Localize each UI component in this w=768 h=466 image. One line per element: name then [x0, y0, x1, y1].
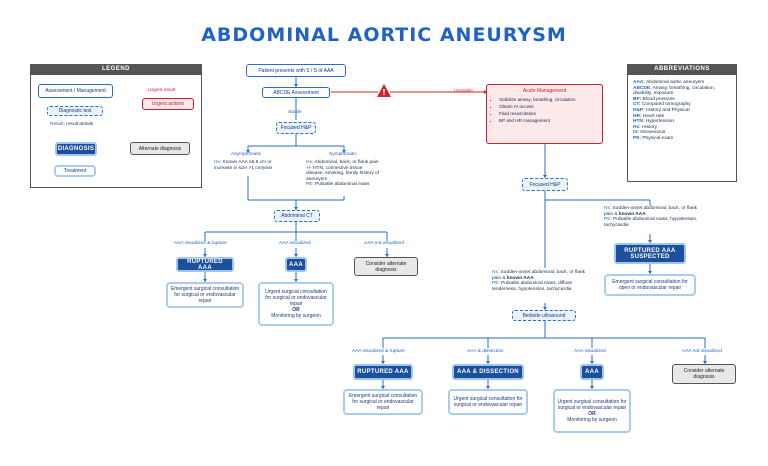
abbr-item: HTN: Hypertension — [633, 119, 675, 125]
acute-item: Obtain IV access — [499, 103, 602, 110]
us-or: OR — [588, 411, 596, 417]
legend-result-prefix: Result — [50, 122, 64, 127]
focused-hp-box: Focused H&P — [276, 122, 316, 134]
legend-alternate: Alternate diagnosis — [130, 142, 190, 155]
legend-treatment: Treatment — [54, 165, 96, 177]
abbr-item: BP: Blood pressure — [633, 96, 675, 102]
acute-title: Acute Management — [522, 88, 567, 94]
ct-visualized-label: AAA visualized — [279, 241, 311, 246]
acute-item: Stabilize airway, breathing, circulation — [499, 96, 602, 103]
suspected-tx-box: Emergent surgical consultation for open … — [604, 274, 696, 296]
abbreviations-list: AAA: Abdominal aortic aneurysm ABCDE: Ai… — [633, 80, 733, 142]
legend-assessment: Assessment / Management — [38, 84, 113, 98]
abbr-item: PE: Physical exam — [633, 135, 674, 141]
us-consider-alternate: Consider alternate diagnosis — [672, 364, 736, 384]
ct-emergent-box: Emergent surgical consultation for surgi… — [166, 282, 244, 308]
ct-ruptured-aaa: RUPTURED AAA — [176, 257, 234, 272]
abbr-item: IV: Intravenous — [633, 130, 666, 136]
asymptomatic-label: Asymptomatic — [231, 152, 262, 157]
abbr-item: AAA: Abdominal aortic aneurysm — [633, 80, 705, 85]
ct-rupture-label: AAA visualized & rupture — [174, 241, 227, 246]
us-urgent-box: Urgent surgical consultation for surgica… — [553, 389, 631, 433]
abbreviations-heading: ABBREVIATIONS — [627, 64, 737, 75]
us-not-visualized-label: AAA not visualized — [682, 349, 722, 354]
asymptomatic-hx: Hx: Known AAA ≥5.5 cm or increase in siz… — [214, 160, 273, 171]
svg-text:!: ! — [382, 88, 386, 97]
ct-monitoring: Monitoring by surgeon — [271, 313, 321, 319]
abbr-item: Hx: History — [633, 124, 658, 130]
bedside-us-box: Bedside ultrasound — [512, 310, 576, 321]
us-visualized-label: AAA visualized — [574, 349, 606, 354]
symptomatic-label: Symptomatic — [329, 152, 357, 157]
legend-heading: LEGEND — [30, 64, 202, 75]
page-title: ABDOMINAL AORTIC ANEURYSM — [201, 24, 567, 46]
ct-urgent-box: Urgent surgical consultation for surgica… — [258, 282, 334, 326]
ct-urgent-text: Urgent surgical consultation for surgica… — [265, 289, 327, 307]
us-monitoring: Monitoring by surgeon — [567, 417, 617, 423]
us-ruptured-aaa: RUPTURED AAA — [353, 364, 413, 380]
acute-item: BP and HR management — [499, 117, 602, 124]
legend-urgent-result: Urgent result — [148, 88, 176, 93]
suspected-ruptured-aaa: RUPTURED AAA SUSPECTED — [614, 243, 686, 264]
stable-label: Stable — [288, 110, 302, 115]
symptomatic-hx: Hx: Abdominal, back, or flank pain +/- H… — [306, 160, 380, 188]
legend-urgent-actions: Urgent actions — [142, 98, 194, 110]
abbr-item: ABCDE: Airway, breathing, circulation, d… — [633, 85, 716, 97]
ct-consider-alternate: Consider alternate diagnosis — [354, 257, 418, 276]
acute-management-box: Acute Management Stabilize airway, breat… — [486, 84, 603, 144]
us-urgent-dissection-box: Urgent surgical consultation for surgica… — [448, 389, 528, 415]
presents-box: Patient presents with S / S of AAA — [246, 64, 346, 77]
mid-history: Hx: Sudden-onset abdominal, back, or fla… — [492, 270, 586, 292]
focused-hp-unstable-box: Focused H&P — [522, 178, 568, 191]
ct-not-visualized-label: AAA not visualized — [364, 241, 404, 246]
abbr-item: CT: Computed tomography — [633, 102, 691, 108]
us-aaa: AAA — [580, 364, 604, 380]
abbreviations-panel — [627, 64, 737, 182]
legend-diagnosis: DIAGNOSIS — [55, 142, 97, 156]
acute-item: Fluid resuscitation — [499, 110, 602, 117]
right-history: Hx: Sudden-onset abdominal, back, or fla… — [604, 206, 698, 228]
ct-aaa: AAA — [285, 257, 307, 272]
abbr-item: H&P: History and Physical — [633, 107, 690, 113]
warning-icon: ! — [377, 84, 391, 97]
abdominal-ct-box: Abdominal CT — [274, 210, 320, 222]
us-emergent-box: Emergent surgical consultation for surgi… — [343, 389, 423, 415]
us-urgent-text: Urgent surgical consultation for surgica… — [557, 399, 627, 411]
us-rupture-label: AAA visualized & rupture — [352, 349, 405, 354]
unstable-label: Unstable — [454, 89, 473, 94]
us-dissection-label: AAA & dissection — [467, 349, 504, 354]
us-aaa-dissection: AAA & DISSECTION — [452, 364, 524, 380]
abbr-item: HR: Heart rate — [633, 113, 665, 119]
legend-diagnostic-test: Diagnostic test — [47, 106, 103, 116]
ct-or: OR — [292, 307, 300, 313]
abcde-box: ABCDE Assessment — [262, 87, 330, 98]
legend-result-suffix: : result details — [63, 122, 94, 127]
legend-result: Result: result details — [50, 122, 93, 128]
